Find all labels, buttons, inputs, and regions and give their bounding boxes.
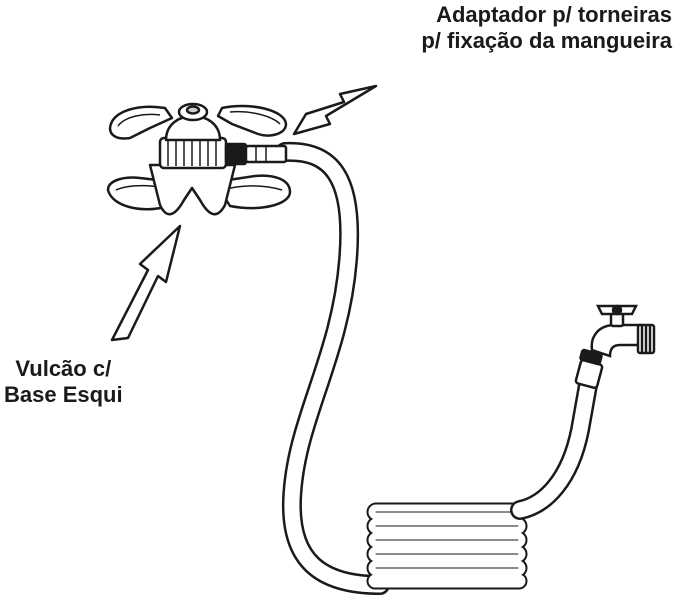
base-label: Vulcão c/ Base Esqui bbox=[4, 356, 123, 408]
base-label-line1: Vulcão c/ bbox=[15, 356, 112, 381]
garden-hose bbox=[275, 141, 390, 595]
hose-coil bbox=[366, 502, 528, 590]
sprinkler-vulcao bbox=[106, 102, 292, 216]
base-label-line2: Base Esqui bbox=[4, 382, 123, 407]
faucet bbox=[574, 304, 656, 390]
arrow-base bbox=[110, 224, 182, 342]
adapter-label-line1: Adaptador p/ torneiras bbox=[436, 2, 672, 27]
adapter-label: Adaptador p/ torneiras p/ fixação da man… bbox=[421, 2, 672, 54]
arrow-adapter bbox=[292, 84, 378, 136]
adapter-label-line2: p/ fixação da mangueira bbox=[421, 28, 672, 53]
hose-to-faucet bbox=[510, 375, 598, 520]
